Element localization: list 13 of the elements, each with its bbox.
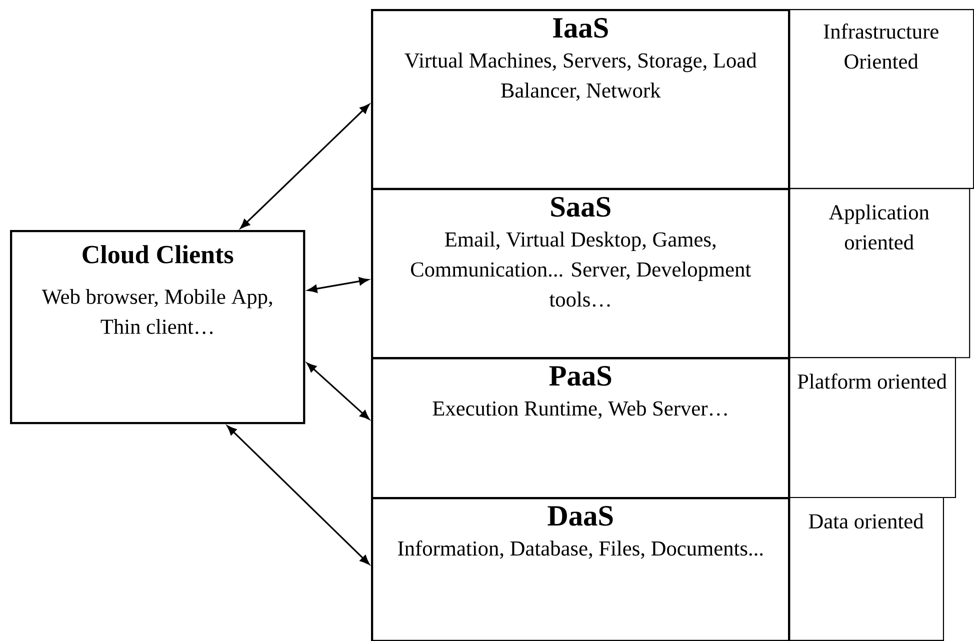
- client-box: Cloud Clients Web browser, Mobile App, Thin client…: [10, 230, 306, 424]
- arrow: [226, 426, 370, 565]
- arrow: [240, 104, 370, 229]
- category-box: Platform oriented: [788, 357, 956, 498]
- arrow: [308, 277, 369, 293]
- service-box: DaaS Information, Database, Files, Documents...: [371, 497, 790, 641]
- service-box: SaaS Email, Virtual Desktop, Games, Communication... Server, Development tools…: [371, 188, 790, 360]
- category-box: Infrastructure Oriented: [788, 9, 974, 189]
- arrow: [306, 362, 370, 420]
- category-box: Application oriented: [788, 188, 970, 358]
- service-box: IaaS Virtual Machines, Servers, Storage, Load Balancer, Network: [371, 9, 790, 190]
- service-box: PaaS Execution Runtime, Web Server…: [371, 357, 790, 500]
- category-box: Data oriented: [788, 497, 944, 641]
